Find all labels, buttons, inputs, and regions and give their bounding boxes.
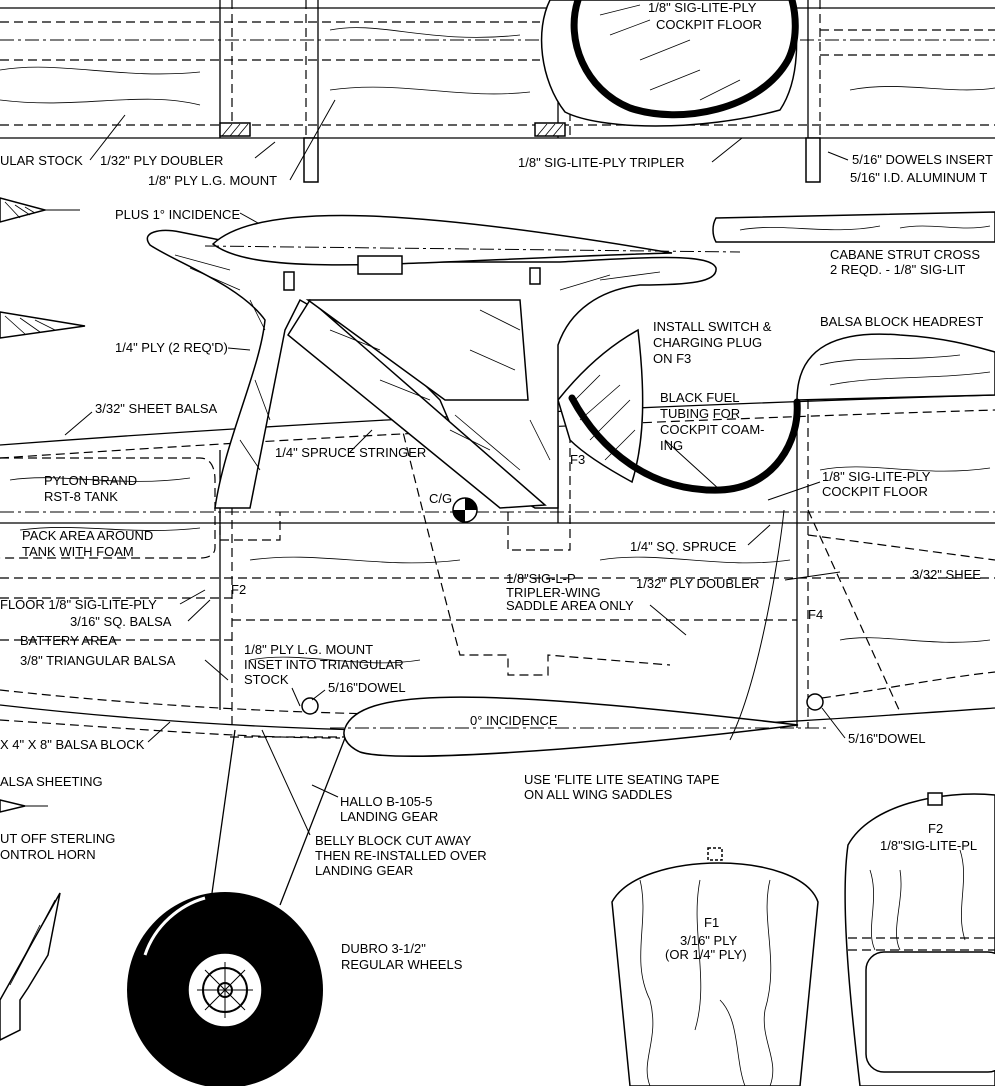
label-tri-balsa: 3/8" TRIANGULAR BALSA bbox=[20, 653, 176, 668]
label-belly-1: BELLY BLOCK CUT AWAY bbox=[315, 833, 472, 848]
label-battery: BATTERY AREA bbox=[20, 633, 117, 648]
label-floor: FLOOR 1/8" SIG-LITE-PLY bbox=[0, 597, 157, 612]
label-pack-2: TANK WITH FOAM bbox=[22, 544, 134, 559]
wing-pylon bbox=[146, 214, 741, 509]
label-f1-2: 3/16" PLY bbox=[680, 933, 737, 948]
dowel-front bbox=[301, 697, 319, 715]
label-sterling-2: ONTROL HORN bbox=[0, 847, 96, 862]
label-sq-balsa: 3/16" SQ. BALSA bbox=[70, 614, 172, 629]
label-lg-mount-2: INSET INTO TRIANGULAR bbox=[244, 657, 404, 672]
label-dowels-2: 5/16" I.D. ALUMINUM T bbox=[850, 170, 987, 185]
label-dowels-1: 5/16" DOWELS INSERT bbox=[852, 152, 993, 167]
dowel-rear bbox=[806, 693, 824, 711]
lower-wing-airfoil bbox=[330, 696, 830, 757]
label-lg-mount-top: 1/8" PLY L.G. MOUNT bbox=[148, 173, 277, 188]
label-ply-doubler-mid: 1/32" PLY DOUBLER bbox=[636, 576, 759, 591]
left-edge-parts bbox=[0, 197, 86, 1041]
label-sheet-right: 3/32" SHEE bbox=[912, 567, 981, 582]
landing-gear bbox=[127, 729, 346, 1086]
label-zero-incidence: 0° INCIDENCE bbox=[470, 713, 558, 728]
leader-lines bbox=[64, 99, 849, 836]
label-quarter-ply: 1/4" PLY (2 REQ'D) bbox=[115, 340, 228, 355]
label-pylon-1: PYLON BRAND bbox=[44, 473, 137, 488]
label-install-1: INSTALL SWITCH & bbox=[653, 319, 772, 334]
label-f2: F2 bbox=[231, 582, 246, 597]
label-sig-lp-3: SADDLE AREA ONLY bbox=[506, 598, 634, 613]
label-plus-incidence: PLUS 1° INCIDENCE bbox=[115, 207, 240, 222]
label-cg: C/G bbox=[429, 491, 452, 506]
label-f2-part-1: F2 bbox=[928, 821, 943, 836]
label-cockpit-floor-top-2: COCKPIT FLOOR bbox=[656, 17, 762, 32]
label-lg-mount-3: STOCK bbox=[244, 672, 289, 687]
label-pylon-2: RST-8 TANK bbox=[44, 489, 118, 504]
label-ply-doubler-top: 1/32" PLY DOUBLER bbox=[100, 153, 223, 168]
label-f3: F3 bbox=[570, 452, 585, 467]
label-belly-2: THEN RE-INSTALLED OVER bbox=[315, 848, 487, 863]
label-belly-3: LANDING GEAR bbox=[315, 863, 413, 878]
fuselage-side-view bbox=[0, 328, 995, 739]
label-pack-1: PACK AREA AROUND bbox=[22, 528, 153, 543]
label-dowel-b: 5/16"DOWEL bbox=[848, 731, 926, 746]
label-sterling-1: UT OFF STERLING bbox=[0, 831, 115, 846]
label-spruce-stringer: 1/4" SPRUCE STRINGER bbox=[275, 445, 426, 460]
annotations: 1/8" SIG-LITE-PLY COCKPIT FLOOR ULAR STO… bbox=[0, 0, 993, 972]
label-cockpit-floor-top: 1/8" SIG-LITE-PLY bbox=[648, 0, 757, 15]
f1-former bbox=[611, 847, 819, 1086]
label-cockpit-floor-mid-2: COCKPIT FLOOR bbox=[822, 484, 928, 499]
label-f2-part-2: 1/8"SIG-LITE-PL bbox=[880, 838, 977, 853]
label-balsa-block: X 4" X 8" BALSA BLOCK bbox=[0, 737, 145, 752]
label-seat-1: USE 'FLITE LITE SEATING TAPE bbox=[524, 772, 720, 787]
label-sig-lp-1: 1/8"SIG-L-P bbox=[506, 571, 576, 586]
label-cabane-2: 2 REQD. - 1/8" SIG-LIT bbox=[830, 262, 965, 277]
label-fuel-2: TUBING FOR bbox=[660, 406, 740, 421]
label-fuel-4: ING bbox=[660, 438, 683, 453]
label-wheels-1: DUBRO 3-1/2" bbox=[341, 941, 426, 956]
label-cabane-1: CABANE STRUT CROSS bbox=[830, 247, 980, 262]
label-wheels-2: REGULAR WHEELS bbox=[341, 957, 463, 972]
label-f4: F4 bbox=[808, 607, 823, 622]
label-fuel-1: BLACK FUEL bbox=[660, 390, 739, 405]
label-ular-stock: ULAR STOCK bbox=[0, 153, 83, 168]
cg-symbol bbox=[452, 497, 478, 523]
label-seat-2: ON ALL WING SADDLES bbox=[524, 787, 673, 802]
cabane-strut-part bbox=[712, 211, 995, 243]
label-install-2: CHARGING PLUG bbox=[653, 335, 762, 350]
label-sig-lp-2: TRIPLER-WING bbox=[506, 585, 601, 600]
label-hallo-2: LANDING GEAR bbox=[340, 809, 438, 824]
top-fuselage-view bbox=[0, 0, 995, 183]
label-hallo-1: HALLO B-105-5 bbox=[340, 794, 433, 809]
label-sheet-balsa: 3/32" SHEET BALSA bbox=[95, 401, 217, 416]
label-headrest: BALSA BLOCK HEADREST bbox=[820, 314, 983, 329]
label-lg-mount-1: 1/8" PLY L.G. MOUNT bbox=[244, 642, 373, 657]
label-f1-1: F1 bbox=[704, 915, 719, 930]
label-fuel-3: COCKPIT COAM- bbox=[660, 422, 765, 437]
label-dowel-a: 5/16"DOWEL bbox=[328, 680, 406, 695]
label-alsa-sheeting: ALSA SHEETING bbox=[0, 774, 103, 789]
label-sq-spruce: 1/4" SQ. SPRUCE bbox=[630, 539, 737, 554]
label-tripler: 1/8" SIG-LITE-PLY TRIPLER bbox=[518, 155, 684, 170]
f2-former bbox=[844, 792, 995, 1086]
label-f1-3: (OR 1/4" PLY) bbox=[665, 947, 747, 962]
label-cockpit-floor-mid-1: 1/8" SIG-LITE-PLY bbox=[822, 469, 931, 484]
label-install-3: ON F3 bbox=[653, 351, 691, 366]
